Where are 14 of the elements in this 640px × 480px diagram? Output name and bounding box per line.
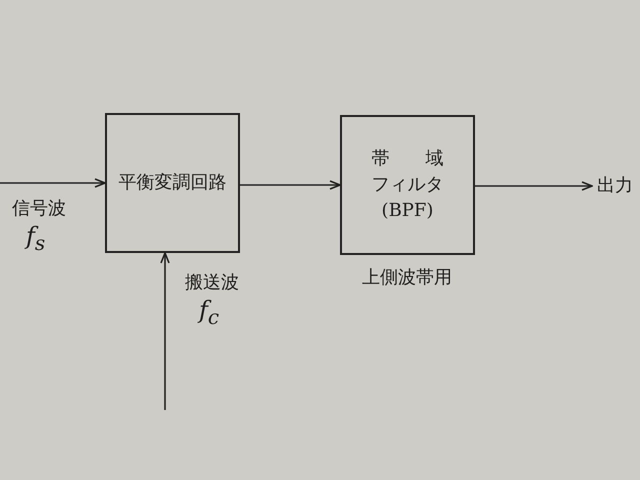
arrow: [240, 180, 341, 190]
arrow: [0, 178, 106, 188]
block-caption: 上側波帯用: [362, 266, 452, 289]
signal-label: 信号波: [12, 197, 66, 220]
block-label: 帯域フィルタ (BPF): [370, 146, 444, 224]
arrow: [475, 181, 593, 191]
frequency-symbol: f$_{s}$: [26, 222, 46, 255]
arrow: [160, 252, 170, 410]
block-box: [105, 113, 240, 253]
block-box: [340, 115, 475, 255]
output-label: 出力: [597, 174, 633, 198]
signal-label: 搬送波: [185, 271, 239, 294]
block-label: 平衡変調回路: [118, 170, 226, 195]
frequency-symbol: f$_{c}$: [199, 296, 220, 329]
